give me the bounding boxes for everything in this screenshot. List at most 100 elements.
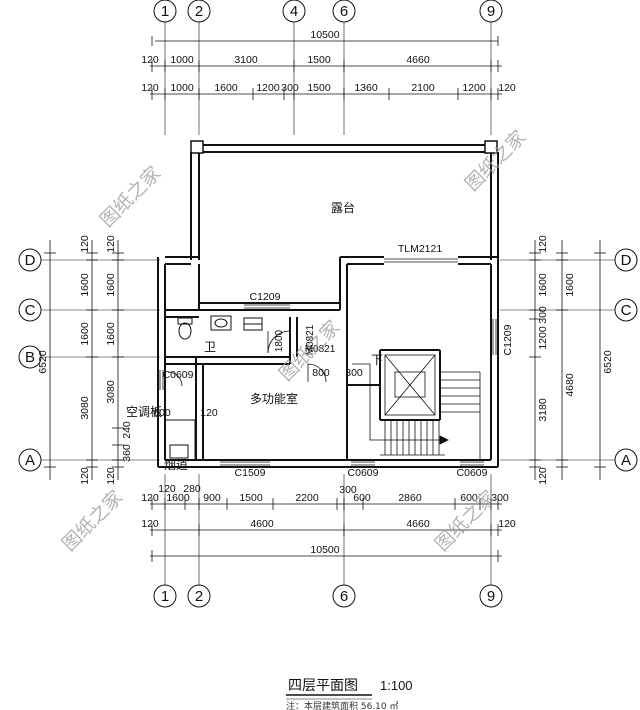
dim-top-r2-0: 120: [141, 54, 159, 66]
dim-bottom-r1-8: 600: [460, 492, 478, 504]
dim-bottom-r2-0: 120: [141, 518, 159, 530]
dim-bottom-r1-7: 2860: [398, 492, 422, 504]
door-m0821-a-label: M0821: [305, 324, 316, 355]
dim-right-inner-2: 1600: [564, 273, 576, 297]
drawing-scale: 1:100: [380, 678, 413, 693]
dim-top-r2-3: 1500: [307, 54, 331, 66]
axis-bottom-6: 6: [340, 588, 348, 605]
dim-bottom-r1-0: 120: [141, 492, 159, 504]
walls: [157, 144, 499, 468]
dim-bottom-r1-9: 300: [491, 492, 509, 504]
axis-right-D: D: [621, 252, 632, 269]
dim-left-inner-3: 3080: [105, 380, 117, 404]
dim-left-outer-3: 3080: [79, 396, 91, 420]
axis-bottom-2: 2: [195, 588, 203, 605]
dim-left-outer-1: 1600: [79, 273, 91, 297]
dim-top-r2-4: 4660: [406, 54, 430, 66]
terrace-label: 露台: [331, 200, 355, 215]
left-dimension-lines: [44, 240, 124, 480]
watermark-4: 图纸之家: [58, 486, 127, 555]
axis-top-2: 2: [195, 3, 203, 20]
dim-left-inner-5: 240: [121, 421, 133, 439]
dim-left-inner-4: 360: [121, 444, 133, 462]
dim-left-inner-2: 1600: [105, 322, 117, 346]
dim-top-r3-4: 300: [281, 82, 299, 94]
axis-bubbles-right: [614, 248, 638, 472]
dim-top-r3-1: 1000: [170, 82, 194, 94]
window-c1209-top-label: C1209: [250, 291, 281, 303]
dim-120-label: 120: [200, 407, 218, 419]
window-c1209-right-label: C1209: [502, 324, 514, 355]
axis-bottom-9: 9: [487, 588, 495, 605]
dim-top-r3-3: 1200: [256, 82, 280, 94]
dim-top-r3-9: 120: [498, 82, 516, 94]
dim-bottom-r1-10: 120: [158, 483, 176, 495]
dim-right-mid: 4680: [564, 373, 576, 397]
dim-left-inner-1: 1600: [105, 273, 117, 297]
axis-left-D: D: [25, 252, 36, 269]
toilet-fixture: [177, 317, 193, 340]
window-c1509-label: C1509: [235, 467, 266, 479]
axis-top-9: 9: [487, 3, 495, 20]
axis-top-6: 6: [340, 3, 348, 20]
dim-right-inner-0: 120: [537, 235, 549, 253]
dim-left-inner-6: 120: [105, 467, 117, 485]
axis-right-A: A: [621, 452, 631, 469]
wc-label: 卫: [204, 340, 216, 354]
sink-fixture: [210, 315, 232, 331]
dim-left-outer-0: 120: [79, 235, 91, 253]
axis-left-A: A: [25, 452, 35, 469]
dim-bottom-r1-1: 1600: [166, 492, 190, 504]
dim-right-inner-5: 3180: [537, 398, 549, 422]
watermark-3: 图纸之家: [461, 126, 530, 195]
dim-bottom-r1-5: 300: [339, 484, 357, 496]
right-dimension-lines: [529, 240, 606, 480]
door-swings: [167, 330, 327, 387]
dim-right-inner-3: 300: [537, 306, 549, 324]
dim-left-inner-0: 120: [105, 235, 117, 253]
dim-bottom-r2-2: 4660: [406, 518, 430, 530]
dim-top-r3-7: 2100: [411, 82, 435, 94]
dim-top-r2-1: 1000: [170, 54, 194, 66]
dim-left-total: 6520: [37, 350, 49, 374]
dim-1800-label: 1800: [274, 329, 285, 352]
dim-top-total: 10500: [310, 29, 339, 41]
staircase: [352, 354, 481, 460]
shower-fixture: [243, 317, 263, 331]
dim-left-outer-4: 120: [79, 467, 91, 485]
dim-bottom-r2-1: 4600: [250, 518, 274, 530]
columns: [190, 140, 498, 154]
axis-top-4: 4: [290, 3, 298, 20]
axis-left-B: B: [25, 349, 35, 366]
dim-800-label: 800: [312, 367, 330, 379]
window-c0609-left-label: C0609: [163, 369, 194, 381]
dim-top-r3-5: 1500: [307, 82, 331, 94]
door-m0821-b-label: M0821: [305, 344, 336, 355]
watermark-1: 图纸之家: [96, 162, 165, 231]
dim-right-inner-6: 120: [537, 467, 549, 485]
dim-top-r3-0: 120: [141, 82, 159, 94]
ac-board-label: 空调板: [126, 405, 162, 419]
dim-600-label: 600: [153, 407, 171, 419]
axis-right-C: C: [621, 302, 632, 319]
drawing-title: 四层平面图: [288, 678, 358, 694]
dim-top-r3-6: 1360: [354, 82, 378, 94]
door-tlm-label: TLM2121: [398, 243, 443, 255]
dim-300-label: 300: [345, 367, 363, 379]
dim-top-r3-8: 1200: [462, 82, 486, 94]
dim-top-r3-2: 1600: [214, 82, 238, 94]
dim-right-inner-1: 1600: [537, 273, 549, 297]
dim-bottom-r1-3: 1500: [239, 492, 263, 504]
axis-bubbles-top: [153, 0, 503, 23]
axis-left-C: C: [25, 302, 36, 319]
axis-bubbles-bottom: [153, 584, 503, 608]
dim-bottom-r1-2: 900: [203, 492, 221, 504]
ac-board: [164, 419, 196, 461]
dim-bottom-r2-3: 120: [498, 518, 516, 530]
drawing-note: 注：本层建筑面积 56.10 ㎡: [286, 700, 399, 710]
multi-room-label: 多功能室: [250, 391, 298, 406]
dim-left-outer-2: 1600: [79, 322, 91, 346]
dim-bottom-r1-4: 2200: [295, 492, 319, 504]
windows: [159, 258, 497, 466]
